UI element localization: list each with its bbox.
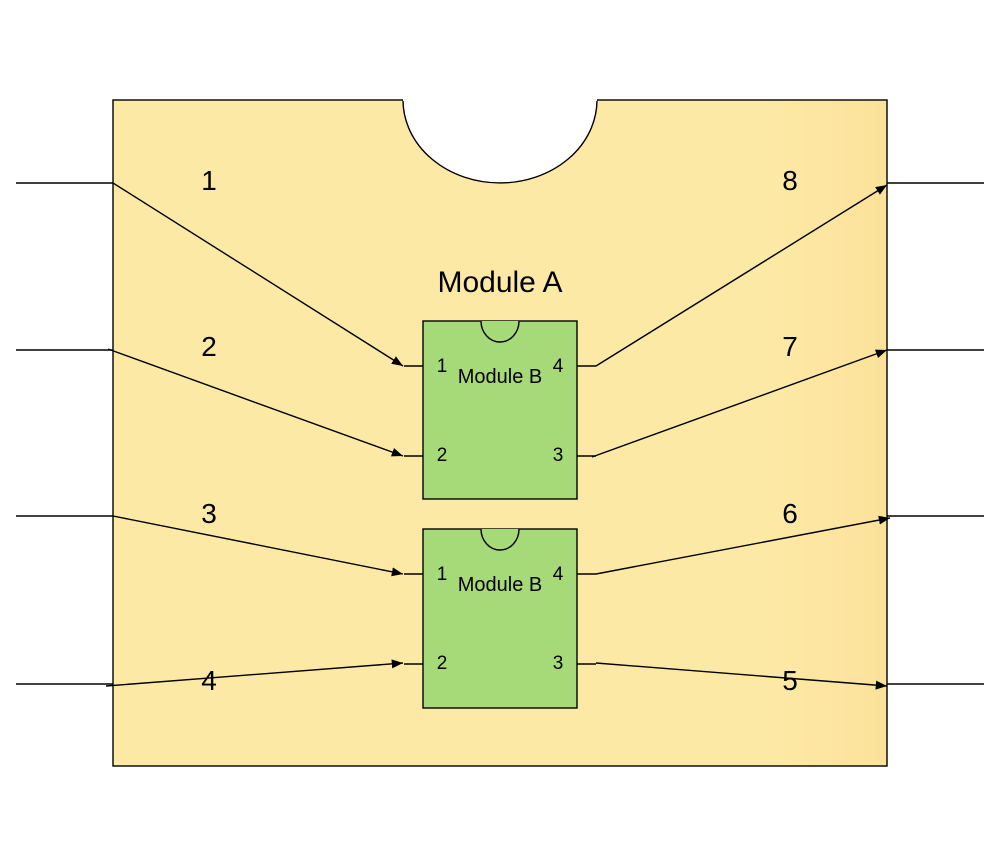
module-b-top-pin-3: 3 <box>553 445 564 466</box>
connector-b3-to-a7 <box>591 349 888 458</box>
module-b-top-pin-4: 4 <box>553 356 564 377</box>
module-b-bottom: Module B 1 4 2 3 <box>404 528 596 709</box>
module-b-bottom-pin-1: 1 <box>437 564 448 585</box>
module-a-pin-label-1: 1 <box>201 165 217 196</box>
module-b-top: Module B 1 4 2 3 <box>404 320 596 500</box>
connector-a3-to-b1 <box>112 515 404 577</box>
module-a-pin-label-4: 4 <box>201 665 217 696</box>
connector-b4-to-a6 <box>595 515 891 575</box>
module-b-top-pin-1: 1 <box>437 356 448 377</box>
module-a-pin-label-7: 7 <box>782 331 798 362</box>
module-a-pin-label-5: 5 <box>782 665 798 696</box>
module-b-top-pin-2: 2 <box>437 445 448 466</box>
module-b-bottom-pin-2: 2 <box>437 653 448 674</box>
connector-b4-to-a8 <box>595 184 888 367</box>
connector-b3-to-a5 <box>595 662 888 690</box>
module-a-pin-label-2: 2 <box>201 331 217 362</box>
module-a-pin-label-8: 8 <box>782 165 798 196</box>
module-b-bottom-pin-4: 4 <box>553 564 564 585</box>
module-b-bottom-body <box>422 528 578 709</box>
module-b-top-body <box>422 320 578 500</box>
connector-a2-to-b2 <box>107 348 404 457</box>
connector-a1-to-b1 <box>112 182 404 367</box>
module-a-title: Module A <box>437 266 562 299</box>
module-a-pin-label-6: 6 <box>782 498 798 529</box>
module-b-bottom-title: Module B <box>458 574 543 596</box>
module-b-bottom-notch <box>480 528 520 551</box>
module-b-top-notch <box>480 320 520 343</box>
module-b-top-title: Module B <box>458 366 543 388</box>
module-b-bottom-pin-3: 3 <box>553 653 564 674</box>
module-a-pin-label-3: 3 <box>201 498 217 529</box>
connector-a4-to-b2 <box>105 659 404 687</box>
module-a-notch <box>402 99 598 184</box>
